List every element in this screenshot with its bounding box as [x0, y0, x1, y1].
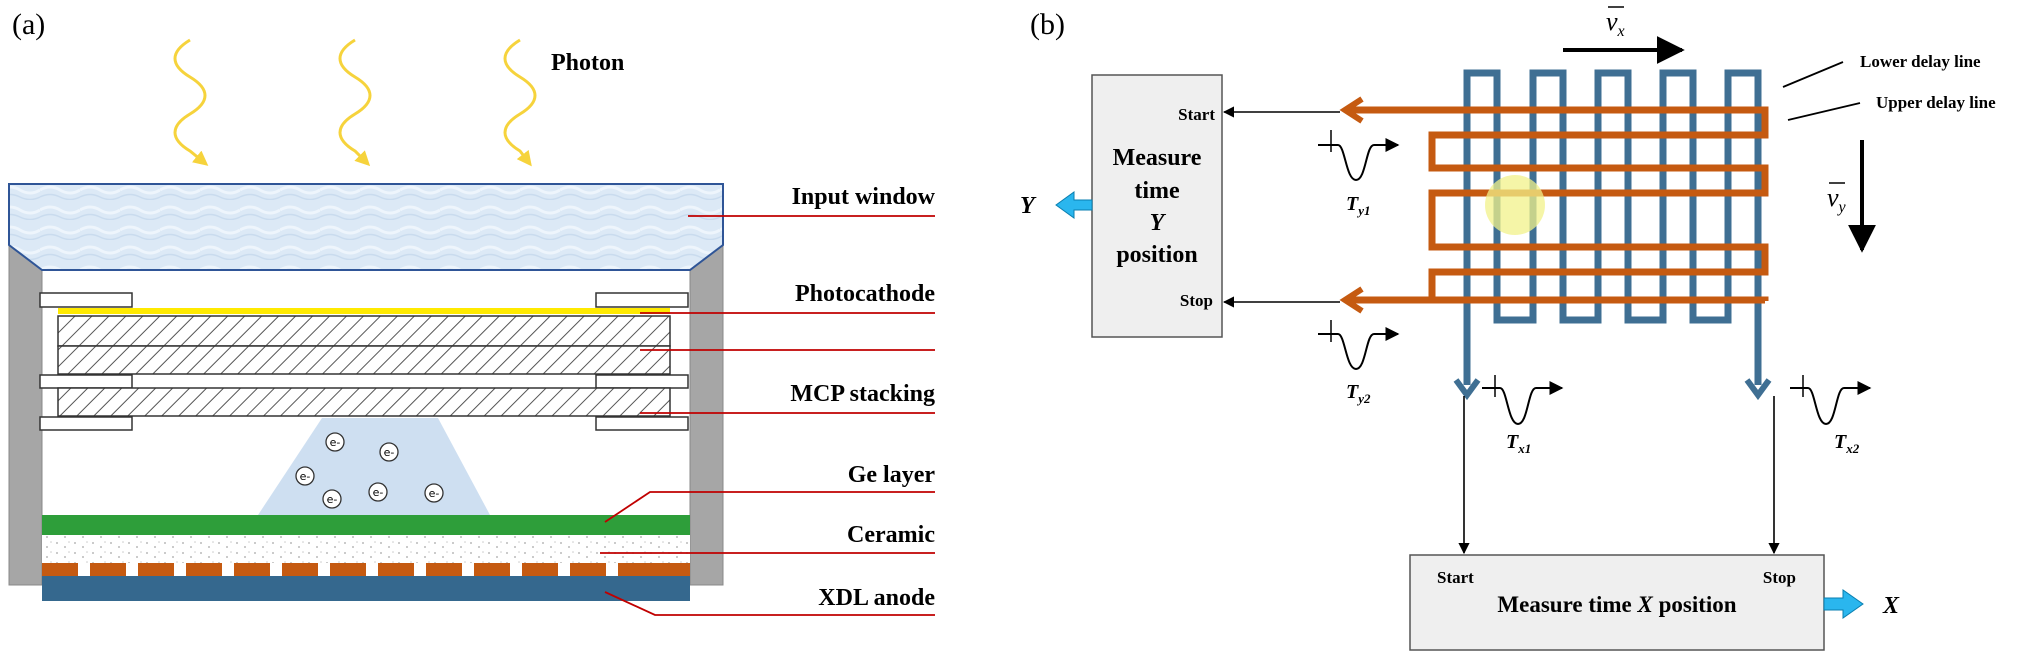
lower-delay-label: Lower delay line [1860, 52, 1981, 71]
electron-label: e- [429, 487, 440, 500]
anode-pads [42, 563, 690, 576]
ge-layer [42, 515, 690, 535]
photon-wave-2 [338, 38, 372, 167]
upper-delay-leader [1787, 102, 1861, 121]
support-pad [39, 374, 133, 389]
housing-left-wall [8, 244, 43, 586]
ty1-main: T [1346, 193, 1359, 215]
y-output-label: Y [1020, 193, 1037, 219]
y-box-line-3: Y [1150, 210, 1167, 236]
xdl-anode-label: XDL anode [818, 585, 935, 611]
photon-label: Photon [551, 50, 624, 76]
vx-label: vx [1606, 7, 1625, 40]
upper-delay-label: Upper delay line [1876, 93, 1996, 112]
electron-label: e- [384, 446, 395, 459]
ge-layer-label: Ge layer [848, 462, 936, 488]
y-box-title: Measure time Y position [1113, 145, 1202, 268]
x-output-arrow [1823, 589, 1864, 619]
support-pad [595, 292, 689, 308]
lower-delay-line [1463, 69, 1762, 385]
y-output-arrow [1055, 191, 1093, 219]
x-box-title-pre: Measure time [1497, 592, 1637, 617]
y-box-line-4: position [1116, 242, 1197, 268]
tx2-main: T [1834, 431, 1847, 453]
vy-label: vy [1827, 183, 1847, 216]
lower-line-left-end [1453, 378, 1481, 401]
ty2-sub: y2 [1356, 391, 1371, 406]
photocathode-layer [58, 308, 670, 314]
photon-wave-3 [503, 38, 537, 167]
vx-main: v [1606, 7, 1618, 36]
tx1-label: Tx1 [1506, 431, 1531, 456]
tx2-label: Tx2 [1834, 431, 1860, 456]
electron: e- [295, 466, 315, 486]
y-box-start-label: Start [1178, 105, 1215, 124]
panel-a-labels: Input window Photocathode MCP stacking G… [790, 184, 935, 611]
ty1-sub: y1 [1356, 203, 1370, 218]
x-measure-box [1409, 554, 1825, 651]
input-window [8, 183, 724, 271]
y-box-line-2: time [1134, 178, 1180, 204]
upper-line-bottom-end [1339, 286, 1364, 314]
ceramic-label: Ceramic [847, 522, 935, 548]
x-box-title-var: X [1637, 592, 1654, 617]
pulse-tx1 [1482, 375, 1564, 426]
vx-sub: x [1617, 23, 1625, 40]
y-box-stop-label: Stop [1180, 291, 1213, 310]
tx1-sub: x1 [1517, 441, 1531, 456]
y-box-line-1: Measure [1113, 145, 1202, 171]
x-box-title: Measure time X position [1497, 592, 1736, 617]
hit-spot [1485, 175, 1545, 235]
pulse-ty2 [1318, 320, 1400, 371]
upper-delay-line [1348, 106, 1769, 304]
pulse-tx2 [1790, 375, 1872, 426]
y-measure-box [1091, 74, 1223, 338]
photon-waves [173, 38, 537, 167]
electron-label: e- [300, 470, 311, 483]
panel-b-label: (b) [1030, 8, 1065, 41]
electron: e- [379, 442, 399, 462]
x-box-stop-label: Stop [1763, 568, 1796, 587]
tx2-sub: x2 [1845, 441, 1860, 456]
vy-sub: y [1837, 199, 1847, 216]
xdl-anode [42, 576, 690, 601]
upper-line-top-end [1339, 96, 1364, 124]
input-window-label: Input window [792, 184, 936, 210]
panel-a-label: (a) [12, 8, 45, 41]
mcp-plate-3 [57, 387, 671, 417]
ty2-main: T [1346, 381, 1359, 403]
mcp-plate-1 [57, 315, 671, 347]
photocathode-label: Photocathode [795, 281, 935, 307]
support-pad [595, 374, 689, 389]
tx1-main: T [1506, 431, 1519, 453]
leader-lines [600, 215, 935, 616]
electrons: e- e- e- e- e- e- [295, 432, 444, 509]
photon-wave-1 [173, 38, 209, 166]
ceramic-layer [42, 535, 690, 563]
lower-line-right-end [1744, 378, 1772, 401]
mcp-stacking-label: MCP stacking [790, 381, 935, 407]
mcp-plate-2 [57, 345, 671, 375]
electron: e- [424, 483, 444, 503]
pulse-ty1 [1318, 130, 1400, 182]
electron-label: e- [327, 493, 338, 506]
support-pad [595, 416, 689, 431]
ty2-label: Ty2 [1346, 381, 1371, 406]
electron: e- [322, 489, 342, 509]
electron: e- [368, 482, 388, 502]
housing-right-wall [689, 244, 724, 586]
x-box-start-label: Start [1437, 568, 1474, 587]
electron-label: e- [373, 486, 384, 499]
electron: e- [325, 432, 345, 452]
lower-delay-leader [1782, 61, 1844, 88]
support-pad [39, 416, 133, 431]
vy-main: v [1827, 183, 1839, 212]
x-box-title-post: position [1653, 592, 1737, 617]
electron-label: e- [330, 436, 341, 449]
support-pad [39, 292, 133, 308]
ty1-label: Ty1 [1346, 193, 1371, 218]
x-output-label: X [1882, 593, 1900, 619]
